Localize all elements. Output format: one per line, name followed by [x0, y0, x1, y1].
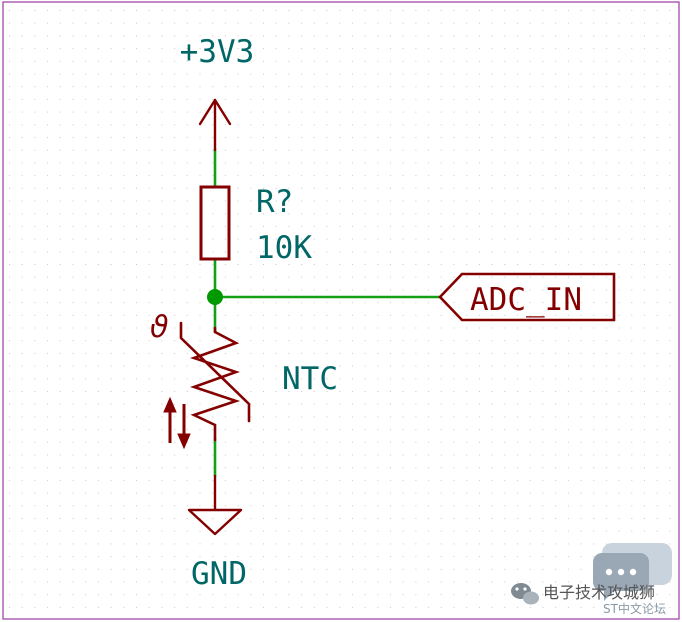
resistor-body — [199, 185, 231, 261]
ntc-slash — [179, 321, 251, 423]
watermark-sub: ST中文论坛 — [603, 601, 666, 616]
junction-dot — [207, 289, 223, 305]
ntc-zigzag — [190, 330, 241, 427]
arrow-up-icon — [163, 396, 177, 413]
wires — [213, 148, 442, 477]
resistor-ref: R? — [256, 184, 293, 220]
ground-triangle-icon — [187, 508, 243, 536]
power-arrow-icon — [198, 98, 232, 126]
watermark-main: 电子技术攻城狮 — [543, 583, 655, 602]
arrow-down-icon — [177, 433, 191, 450]
ground-label: GND — [191, 556, 247, 592]
ntc-label: NTC — [282, 361, 338, 397]
ntc-thermistor-symbol — [179, 321, 251, 442]
net-label-flag — [438, 272, 616, 322]
power-label: +3V3 — [180, 34, 255, 70]
ntc-arrows-icon — [163, 396, 191, 450]
wechat-icon — [511, 583, 539, 605]
resistor-value: 10K — [256, 230, 312, 266]
ground-symbol — [187, 475, 243, 536]
power-symbol-3v3 — [198, 98, 232, 152]
theta-symbol: ϑ — [150, 310, 169, 345]
chat-bubble-icon — [593, 543, 672, 601]
net-label-text: ADC_IN — [470, 282, 582, 318]
